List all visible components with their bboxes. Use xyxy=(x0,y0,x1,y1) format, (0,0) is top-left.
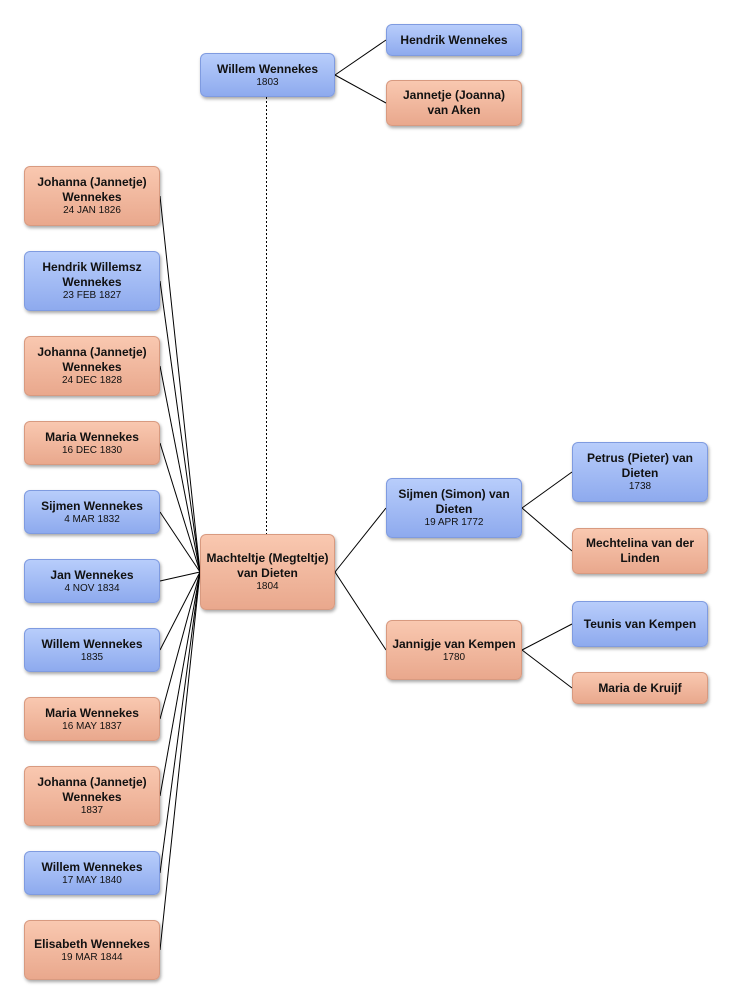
parent-link xyxy=(521,507,573,552)
person-sijmen-van-dieten[interactable]: Sijmen (Simon) van Dieten 19 APR 1772 xyxy=(386,478,522,538)
child-node[interactable]: Willem Wennekes 17 MAY 1840 xyxy=(24,851,160,895)
child-date: 4 MAR 1832 xyxy=(64,513,120,525)
child-node[interactable]: Johanna (Jannetje) Wennekes 24 JAN 1826 xyxy=(24,166,160,226)
child-node[interactable]: Willem Wennekes 1835 xyxy=(24,628,160,672)
person-name: Maria de Kruijf xyxy=(598,680,682,695)
person-name: Petrus (Pieter) van Dieten xyxy=(586,451,694,480)
person-date: 1803 xyxy=(256,76,279,88)
child-name: Johanna (Jannetje) Wennekes xyxy=(37,345,147,374)
person-name: Jannigje van Kempen xyxy=(392,636,516,651)
parent-link xyxy=(521,471,573,509)
person-date: 1780 xyxy=(442,651,466,663)
person-name: Sijmen (Simon) van Dieten xyxy=(398,487,510,516)
parent-link xyxy=(334,74,387,104)
child-node[interactable]: Jan Wennekes 4 NOV 1834 xyxy=(24,559,160,603)
child-name: Maria Wennekes xyxy=(45,429,139,444)
child-link xyxy=(159,442,201,573)
person-machteltje-van-dieten[interactable]: Machteltje (Megteltje) van Dieten 1804 xyxy=(200,534,335,610)
person-date: 1804 xyxy=(256,581,279,592)
child-date: 24 JAN 1826 xyxy=(63,205,121,216)
child-node[interactable]: Sijmen Wennekes 4 MAR 1832 xyxy=(24,490,160,534)
child-date: 1837 xyxy=(80,805,104,816)
person-name: Machteltje (Megteltje) van Dieten xyxy=(206,551,329,580)
child-link xyxy=(159,365,201,573)
child-date: 16 DEC 1830 xyxy=(61,444,123,456)
person-name: Hendrik Wennekes xyxy=(400,32,508,47)
child-node[interactable]: Elisabeth Wennekes 19 MAR 1844 xyxy=(24,920,160,980)
child-link xyxy=(159,571,201,797)
child-date: 23 FEB 1827 xyxy=(62,290,122,301)
child-name: Johanna (Jannetje) Wennekes xyxy=(37,175,147,204)
person-date: 19 APR 1772 xyxy=(424,517,484,528)
child-link xyxy=(159,571,201,582)
parent-link xyxy=(334,39,387,76)
child-date: 4 NOV 1834 xyxy=(64,582,120,594)
child-node[interactable]: Maria Wennekes 16 DEC 1830 xyxy=(24,421,160,465)
child-link xyxy=(159,571,201,651)
child-node[interactable]: Hendrik Willemsz Wennekes 23 FEB 1827 xyxy=(24,251,160,311)
child-link xyxy=(159,511,201,573)
child-link xyxy=(159,571,201,874)
person-teunis-van-kempen[interactable]: Teunis van Kempen xyxy=(572,601,708,647)
child-link xyxy=(159,195,201,573)
child-name: Willem Wennekes xyxy=(41,859,143,874)
person-mechtelina-van-der-linden[interactable]: Mechtelina van der Linden xyxy=(572,528,708,574)
child-name: Hendrik Willemsz Wennekes xyxy=(42,260,142,289)
person-name: Mechtelina van der Linden xyxy=(585,536,695,565)
parent-link xyxy=(334,571,387,651)
person-jannigje-van-kempen[interactable]: Jannigje van Kempen 1780 xyxy=(386,620,522,680)
person-jannetje-van-aken[interactable]: Jannetje (Joanna) van Aken xyxy=(386,80,522,126)
parent-link xyxy=(334,507,387,573)
child-node[interactable]: Maria Wennekes 16 MAY 1837 xyxy=(24,697,160,741)
child-node[interactable]: Johanna (Jannetje) Wennekes 1837 xyxy=(24,766,160,826)
person-date: 1738 xyxy=(628,481,652,492)
person-name: Teunis van Kempen xyxy=(583,616,697,631)
parent-link xyxy=(521,623,573,651)
person-name: Jannetje (Joanna) van Aken xyxy=(402,88,506,117)
parent-link xyxy=(521,649,573,689)
person-willem-wennekes[interactable]: Willem Wennekes 1803 xyxy=(200,53,335,97)
person-name: Willem Wennekes xyxy=(216,61,319,76)
child-name: Sijmen Wennekes xyxy=(41,498,143,513)
child-date: 19 MAR 1844 xyxy=(61,951,123,963)
child-link xyxy=(159,571,201,951)
child-link xyxy=(159,280,201,573)
child-name: Willem Wennekes xyxy=(41,636,143,651)
child-date: 17 MAY 1840 xyxy=(62,874,122,886)
child-name: Elisabeth Wennekes xyxy=(34,936,150,951)
child-date: 24 DEC 1828 xyxy=(61,375,123,386)
child-name: Maria Wennekes xyxy=(45,705,139,720)
person-hendrik-wennekes[interactable]: Hendrik Wennekes xyxy=(386,24,522,56)
child-name: Johanna (Jannetje) Wennekes xyxy=(37,775,147,804)
child-date: 16 MAY 1837 xyxy=(62,720,122,732)
child-link xyxy=(159,571,201,720)
child-name: Jan Wennekes xyxy=(50,567,134,582)
person-maria-de-kruijf[interactable]: Maria de Kruijf xyxy=(572,672,708,704)
person-petrus-van-dieten[interactable]: Petrus (Pieter) van Dieten 1738 xyxy=(572,442,708,502)
child-date: 1835 xyxy=(80,651,104,663)
child-node[interactable]: Johanna (Jannetje) Wennekes 24 DEC 1828 xyxy=(24,336,160,396)
